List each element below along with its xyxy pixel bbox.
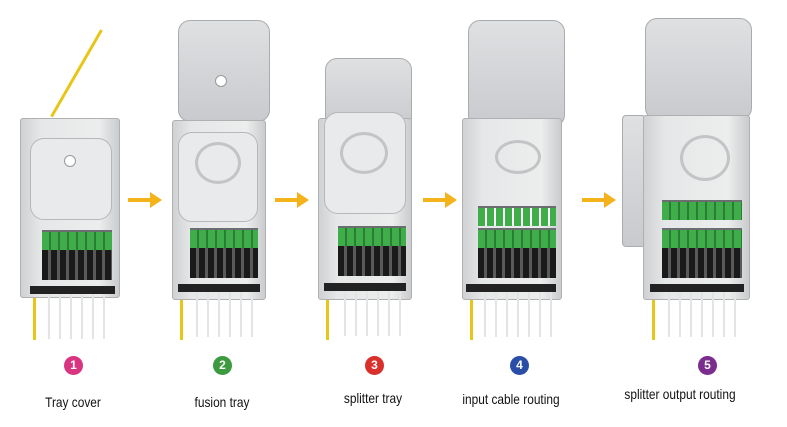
step-number-1: 1	[64, 356, 83, 375]
arrow-right-icon	[423, 192, 457, 208]
adapter-row	[662, 228, 742, 248]
step-label-4: input cable routing	[462, 391, 560, 407]
step-number-5: 5	[698, 356, 717, 375]
open-trays	[468, 20, 565, 127]
connector-row	[338, 246, 406, 276]
cover-hole	[64, 155, 76, 167]
drop-cables	[190, 292, 258, 337]
step-number-2: 2	[213, 356, 232, 375]
adapter-row	[478, 228, 556, 248]
open-cover	[178, 20, 270, 122]
drop-cables	[478, 292, 556, 337]
adapter-row	[662, 200, 742, 220]
adapter-row	[338, 226, 406, 246]
connector-row	[662, 248, 742, 278]
device-photo-tray-cover	[0, 0, 140, 340]
cable-clamp	[30, 286, 115, 294]
device-photo-input-cable-routing	[462, 20, 565, 340]
step-label-2: fusion tray	[194, 394, 250, 410]
cover-hole	[215, 75, 227, 87]
device-photo-splitter-output-routing	[622, 18, 752, 340]
fiber-spool	[340, 132, 388, 174]
step-number-3: 3	[365, 356, 384, 375]
open-trays	[645, 18, 752, 120]
tray-cover	[30, 138, 112, 220]
connector-row	[42, 250, 112, 280]
arrow-right-icon	[275, 192, 309, 208]
device-photo-splitter-tray	[0, 0, 440, 340]
drop-cables	[42, 294, 112, 339]
arrow-right-icon	[128, 192, 162, 208]
cable-clamp	[324, 283, 406, 291]
arrow-right-icon	[582, 192, 616, 208]
step-label-5: splitter output routing	[624, 386, 736, 402]
drop-cables	[662, 292, 742, 337]
step-label-1: Tray cover	[45, 394, 101, 410]
adapter-row	[42, 230, 112, 250]
cable-clamp	[178, 284, 260, 292]
adapter-row	[478, 206, 556, 226]
step-label-3: splitter tray	[343, 390, 403, 406]
cable-clamp	[466, 284, 556, 292]
cable-guide	[680, 135, 730, 181]
cable-clamp	[650, 284, 744, 292]
device-photo-fusion-tray	[0, 0, 300, 340]
step-number-4: 4	[510, 356, 529, 375]
fiber-spool	[195, 142, 241, 184]
drop-cables	[338, 291, 406, 336]
cable-guide	[495, 140, 541, 174]
connector-row	[190, 248, 258, 278]
adapter-row	[190, 228, 258, 248]
connector-row	[478, 248, 556, 278]
